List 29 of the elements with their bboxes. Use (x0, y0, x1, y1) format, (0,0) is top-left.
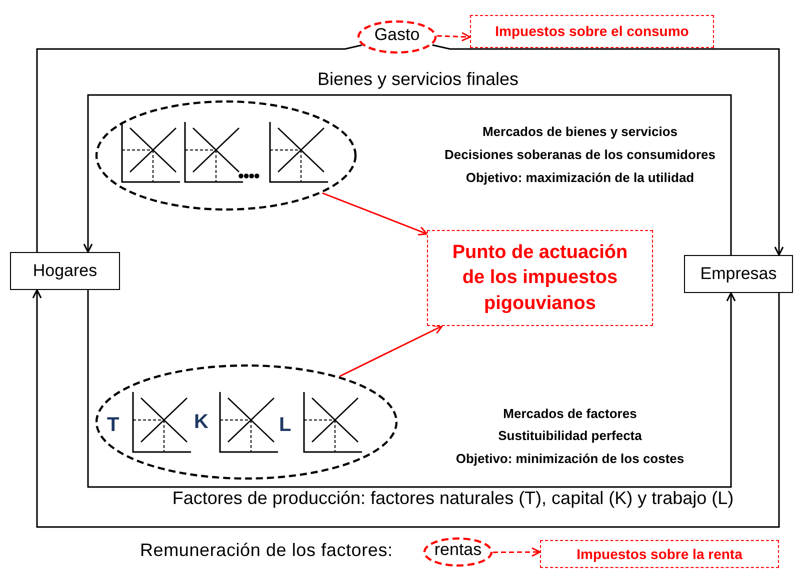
market-description: Decisiones soberanas de los consumidores (444, 147, 716, 162)
arrow (322, 192, 428, 236)
market-description: Objetivo: minimización de los costes (456, 451, 684, 466)
highlight-box: Punto de actuación de los impuestos pigouvianos (427, 230, 653, 326)
market-description: Sustituibilidad perfecta (498, 428, 642, 443)
market-ellipse (95, 100, 357, 211)
arrow (87, 290, 736, 488)
arrow (32, 289, 780, 528)
node-label: rentas (434, 540, 482, 560)
arrow (339, 325, 443, 377)
flow-label: Remuneración de los factores: (140, 540, 393, 561)
arrow (83, 94, 732, 255)
tax-box: Impuestos sobre el consumo (470, 15, 714, 48)
market-description: Mercados de bienes y servicios (482, 124, 678, 139)
factor-letter: L (279, 414, 292, 437)
dashed-ellipse (423, 537, 493, 567)
arrow (492, 547, 541, 557)
sector-box: Hogares (10, 252, 120, 290)
market-description: Mercados de factores (503, 406, 637, 421)
sector-box: Empresas (684, 255, 793, 293)
factor-letter: K (194, 411, 208, 434)
tax-box: Impuestos sobre la renta (540, 540, 779, 568)
dashed-ellipse (357, 20, 437, 54)
market-ellipse (95, 364, 398, 480)
market-description: Objetivo: maximización de la utilidad (466, 170, 694, 185)
factor-letter: T (107, 414, 120, 437)
arrow (432, 44, 784, 256)
arrow (436, 32, 471, 42)
node-label: Gasto (374, 25, 420, 45)
